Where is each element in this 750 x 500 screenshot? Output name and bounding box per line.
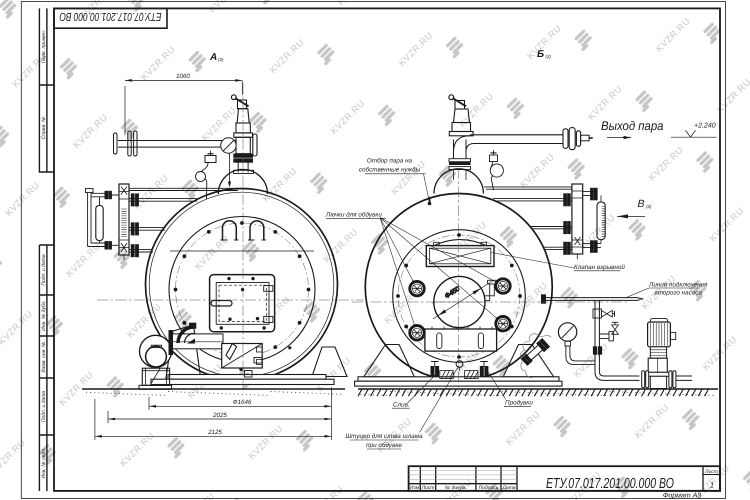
svg-text:1060: 1060 — [176, 73, 190, 80]
svg-text:Лист: Лист — [421, 485, 435, 491]
svg-text:ЕТУ.07.017.201.00.000 ВО: ЕТУ.07.017.201.00.000 ВО — [59, 10, 161, 22]
svg-text:Слив.: Слив. — [393, 402, 410, 409]
svg-text:1: 1 — [710, 481, 714, 490]
svg-text:(2): (2) — [546, 54, 552, 59]
svg-text:Справ. №: Справ. № — [41, 116, 47, 139]
svg-text:Формат А3: Формат А3 — [663, 492, 701, 499]
svg-text:(2): (2) — [646, 204, 652, 209]
svg-text:Перв. примен.: Перв. примен. — [41, 30, 47, 63]
svg-text:Подпись: Подпись — [479, 485, 499, 491]
svg-text:В: В — [638, 198, 645, 210]
svg-text:при обдувке: при обдувке — [366, 442, 402, 449]
svg-text:ЕТУ.07.017.201.00.000 ВО: ЕТУ.07.017.201.00.000 ВО — [546, 476, 674, 492]
svg-text:Отбор пара на: Отбор пара на — [367, 158, 413, 165]
svg-text:Подп. и дата: Подп. и дата — [41, 254, 47, 286]
svg-text:Лист: Лист — [704, 469, 718, 475]
svg-text:№ докум.: № докум. — [445, 485, 467, 491]
svg-text:собственные нужды: собственные нужды — [359, 167, 421, 174]
svg-text:2125: 2125 — [207, 429, 222, 436]
svg-text:Дата: Дата — [501, 485, 515, 491]
svg-text:2025: 2025 — [212, 412, 227, 419]
svg-text:Подп. и дата: Подп. и дата — [41, 391, 47, 423]
svg-text:+2,240: +2,240 — [694, 123, 716, 130]
svg-text:Клапан взрывной: Клапан взрывной — [574, 264, 625, 271]
svg-text:Взам. инв. №: Взам. инв. № — [41, 341, 47, 373]
svg-text:Выход пара: Выход пара — [601, 119, 664, 133]
svg-text:Б: Б — [537, 49, 544, 60]
svg-text:второго насоса: второго насоса — [655, 290, 703, 297]
svg-text:Линия подключения: Линия подключения — [648, 282, 708, 289]
svg-text:(2): (2) — [218, 57, 224, 62]
svg-text:Продувки: Продувки — [505, 400, 533, 407]
svg-text:А: А — [209, 52, 217, 63]
svg-text:Инв. № дубл.: Инв. № дубл. — [41, 300, 47, 331]
svg-text:Ф1646: Ф1646 — [233, 399, 252, 406]
svg-text:Лючки для обдувки: Лючки для обдувки — [325, 212, 382, 219]
svg-text:Изм: Изм — [410, 485, 420, 491]
svg-text:Инв. № подл.: Инв. № подл. — [41, 447, 47, 478]
svg-text:Штуцер для слива шлама: Штуцер для слива шлама — [345, 433, 423, 440]
